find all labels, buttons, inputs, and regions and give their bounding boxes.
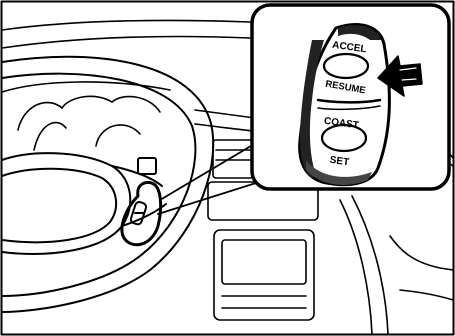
- accel-resume-button: [324, 54, 368, 78]
- steering-wheel: [2, 57, 213, 312]
